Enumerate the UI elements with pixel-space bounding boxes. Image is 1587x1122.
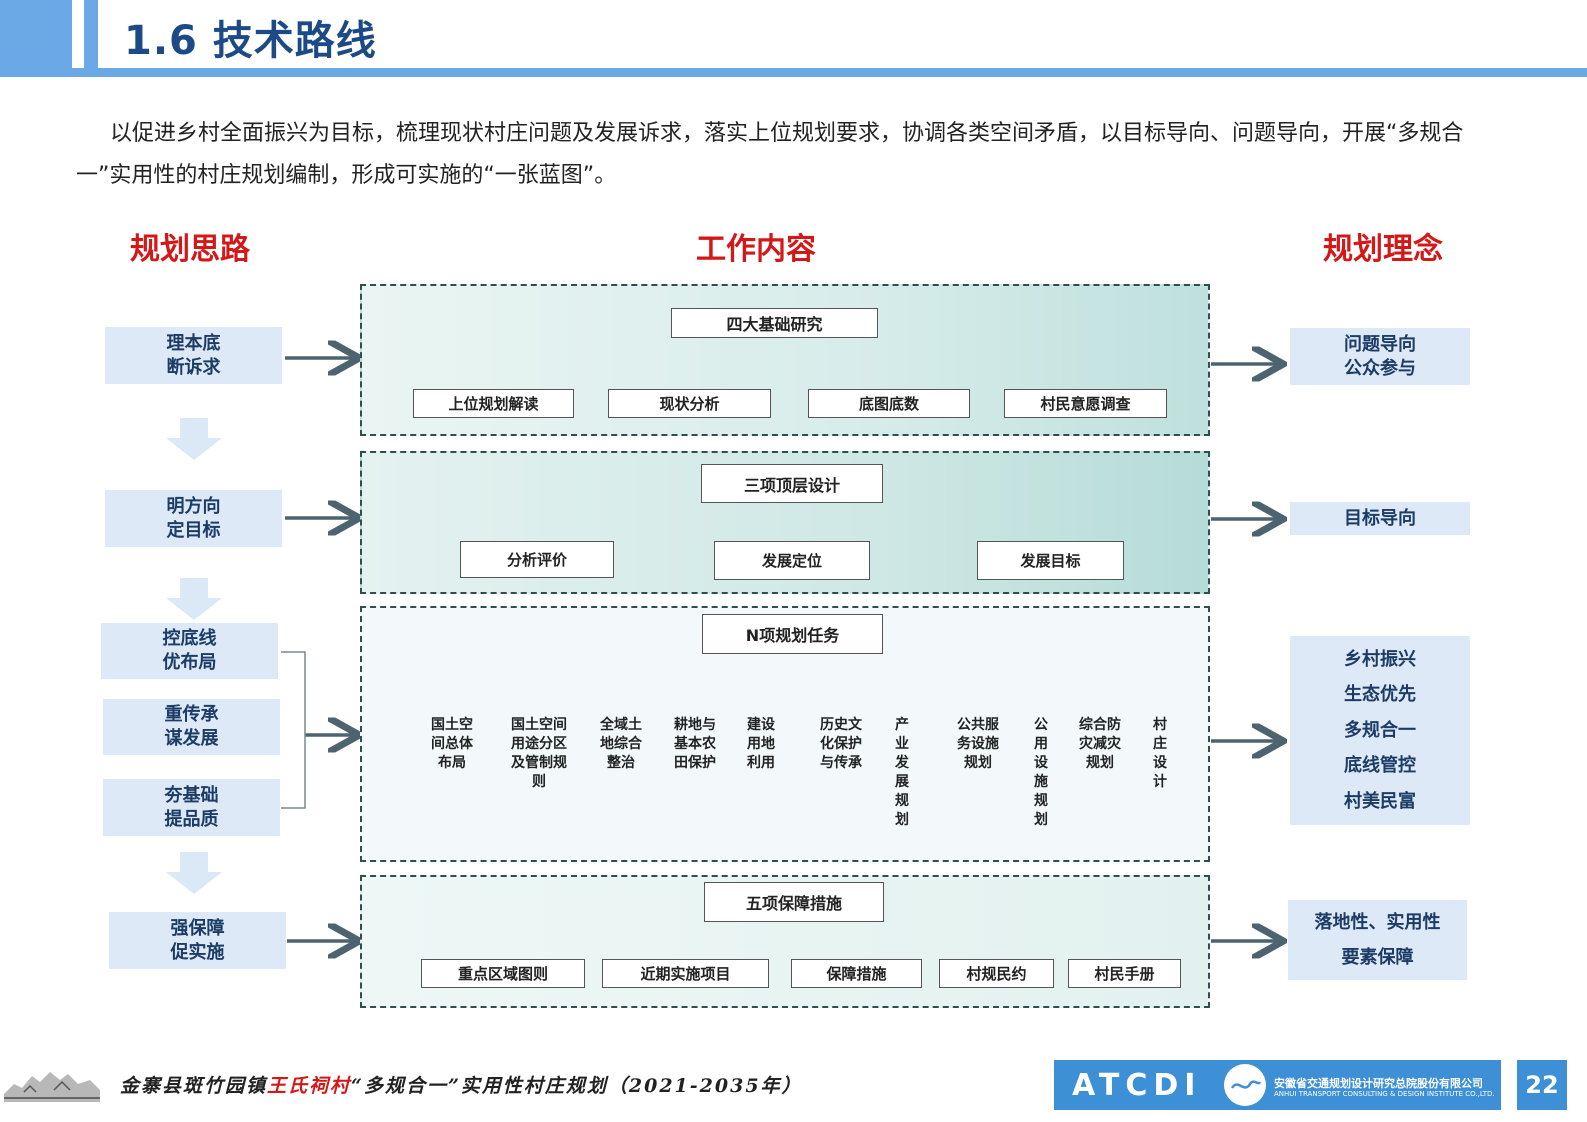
concept-problem-orientation: 问题导向 公众参与	[1290, 328, 1470, 385]
node-near-term-projects: 近期实施项目	[602, 959, 769, 988]
task-utilities-planning: 公用设施规划	[1034, 717, 1048, 828]
left-step-2: 明方向 定目标	[105, 490, 282, 547]
village-sketch-logo	[4, 1072, 100, 1102]
panel-top-level-design-title: 三项顶层设计	[701, 464, 883, 503]
concept-item: 生态优先	[1344, 684, 1416, 706]
task-disaster-prevention: 综合防 灾减灾 规划	[1079, 717, 1121, 771]
left-step-3: 控底线 优布局	[101, 623, 278, 679]
left-step-6: 强保障 促实施	[109, 912, 286, 969]
footer-project-title: 金寨县斑竹园镇王氏祠村“多规合一”实用性村庄规划（2021-2035年）	[120, 1075, 803, 1097]
column-heading-left: 规划思路	[130, 232, 250, 267]
concept-practicality: 落地性、实用性 要素保障	[1288, 900, 1467, 980]
node-villager-handbook: 村民手册	[1068, 959, 1181, 988]
node-key-area-plan: 重点区域图则	[421, 959, 585, 988]
node-villager-survey: 村民意愿调查	[1004, 389, 1167, 418]
task-industry-planning: 产业发展规划	[895, 717, 909, 828]
concept-goal-orientation: 目标导向	[1290, 502, 1470, 535]
header-accent-bar	[0, 0, 72, 70]
task-construction-land: 建设 用地 利用	[747, 717, 775, 771]
concept-item: 底线管控	[1344, 755, 1416, 777]
concept-rural-revitalization-list: 乡村振兴 生态优先 多规合一 底线管控 村美民富	[1290, 636, 1470, 825]
panel-safeguards-title: 五项保障措施	[704, 882, 884, 922]
company-name-en: ANHUI TRANSPORT CONSULTING & DESIGN INST…	[1274, 1090, 1495, 1098]
node-village-rules: 村规民约	[939, 959, 1054, 988]
panel-planning-tasks-title: N项规划任务	[702, 614, 883, 654]
node-safeguard-measures: 保障措施	[791, 959, 922, 988]
left-step-4: 重传承 谋发展	[103, 699, 280, 755]
company-logo-band	[1054, 1060, 1501, 1110]
node-status-analysis: 现状分析	[608, 389, 771, 418]
page-number: 22	[1517, 1060, 1567, 1110]
company-logo-text: ATCDI	[1072, 1068, 1202, 1103]
company-name-cn: 安徽省交通规划设计研究总院股份有限公司	[1274, 1077, 1483, 1090]
node-development-goals: 发展目标	[977, 541, 1124, 580]
task-land-use-zoning: 国土空间 用途分区 及管制规 则	[511, 717, 567, 790]
column-heading-center: 工作内容	[696, 232, 816, 267]
task-village-design: 村庄设计	[1153, 717, 1167, 790]
company-logo-icon	[1224, 1064, 1266, 1106]
task-heritage-protection: 历史文 化保护 与传承	[820, 717, 862, 771]
node-upper-plan-reading: 上位规划解读	[413, 389, 574, 418]
concept-item: 多规合一	[1344, 719, 1416, 741]
intro-paragraph: 以促进乡村全面振兴为目标，梳理现状村庄问题及发展诉求，落实上位规划要求，协调各类…	[76, 121, 1464, 188]
concept-item: 村美民富	[1344, 790, 1416, 812]
task-land-consolidation: 全域土 地综合 整治	[600, 717, 642, 771]
concept-item: 乡村振兴	[1344, 648, 1416, 670]
node-base-map-data: 底图底数	[808, 389, 970, 418]
panel-basic-research-title: 四大基础研究	[671, 308, 878, 338]
left-step-5: 夯基础 提品质	[103, 779, 280, 836]
page-title: 1.6 技术路线	[124, 18, 377, 64]
task-farmland-protection: 耕地与 基本农 田保护	[674, 717, 716, 771]
column-heading-right: 规划理念	[1323, 232, 1443, 267]
node-analysis-evaluation: 分析评价	[460, 541, 614, 578]
task-public-services: 公共服 务设施 规划	[957, 717, 999, 771]
header-accent-bar-thin	[84, 0, 98, 70]
task-spatial-layout: 国土空 间总体 布局	[431, 717, 473, 771]
node-development-positioning: 发展定位	[714, 541, 870, 580]
header-rule	[0, 68, 1587, 77]
left-step-1: 理本底 断诉求	[105, 327, 282, 384]
